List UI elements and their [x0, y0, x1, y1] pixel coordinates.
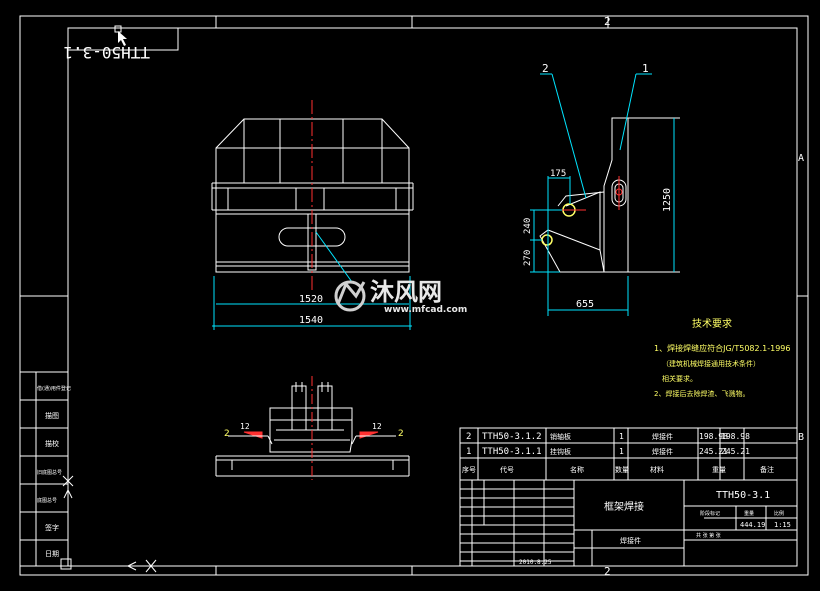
- zone-right-a: A: [798, 153, 804, 164]
- title-block-grid: [459, 479, 798, 567]
- parts-row2-code: TTH50-3.1.1: [482, 447, 542, 457]
- zone-right-b: B: [798, 432, 804, 443]
- side-balloons: [540, 73, 652, 199]
- side-view: [539, 117, 680, 273]
- tech-req-heading: 技术要求: [692, 317, 732, 330]
- left-strip-item-3: 描校: [45, 439, 59, 448]
- side-dimensions: [530, 118, 675, 316]
- title-block-weight-label: 重量: [744, 510, 754, 517]
- parts-row2-seq: 1: [466, 447, 471, 457]
- inner-border: [67, 27, 798, 567]
- left-strip-item-2: 描图: [45, 411, 59, 420]
- title-box-text: TTH50-3.1: [63, 43, 150, 62]
- parts-row1-unit-weight: 198.98: [699, 432, 728, 441]
- title-block-date: 2010.8.25: [519, 559, 552, 566]
- parts-row2-qty: 1: [619, 447, 624, 456]
- title-block-stage-label: 阶段标记: [700, 510, 720, 517]
- left-strip-item-5: 底图总号: [37, 497, 57, 504]
- title-block-scale-label: 比例: [774, 510, 784, 517]
- zone-ticks: [20, 16, 808, 575]
- left-strip-item-1: 借(通)用件登记: [37, 385, 71, 392]
- weld-left-label: 2: [224, 429, 230, 439]
- parts-row1-name: 销轴板: [550, 432, 571, 441]
- weld-symbols: [243, 431, 379, 439]
- dim-270: 270: [523, 250, 533, 266]
- weld-right-label: 2: [398, 429, 404, 439]
- parts-row2-total-weight: 245.21: [721, 447, 750, 456]
- title-block-material: 焊接件: [620, 536, 641, 545]
- parts-header-qty: 数量: [615, 465, 629, 474]
- parts-header-note: 备注: [760, 465, 774, 474]
- title-block-drawing-no: TTH50-3.1: [716, 490, 770, 501]
- title-block-drawing-name: 框架焊接: [604, 500, 644, 513]
- parts-header-name: 名称: [570, 465, 584, 474]
- weld-right-size: 12: [372, 422, 382, 431]
- weld-left-size: 12: [240, 422, 250, 431]
- dim-1520: 1520: [299, 294, 323, 305]
- title-block-scale: 1:15: [774, 521, 791, 529]
- parts-header-weight: 重量: [712, 466, 726, 474]
- dim-175: 175: [550, 169, 566, 179]
- left-strip-item-6: 签字: [45, 523, 59, 532]
- parts-row1-code: TTH50-3.1.2: [482, 432, 542, 442]
- parts-row2-material: 焊接件: [652, 447, 673, 456]
- title-block-weight: 444.19: [740, 521, 765, 529]
- parts-row2-name: 挂钩板: [550, 447, 571, 456]
- tech-req-line3: 相关要求。: [662, 374, 697, 383]
- tech-req-line4: 2、焊接后去除焊渣、飞溅物。: [654, 389, 749, 398]
- zone-top-label: 2: [604, 15, 611, 28]
- zone-bottom-label: 2: [604, 565, 611, 578]
- parts-row1-qty: 1: [619, 432, 624, 441]
- parts-header-code: 代号: [500, 465, 514, 474]
- left-strip-grid: [19, 371, 69, 567]
- parts-row2-unit-weight: 245.21: [699, 447, 728, 456]
- watermark-url: www.mfcad.com: [384, 305, 467, 315]
- ucs-icon: [60, 470, 157, 573]
- left-strip-item-4: 旧底图总号: [37, 469, 62, 476]
- tech-req-line2: （建筑机械焊接通用技术条件）: [662, 359, 760, 368]
- balloon-2: 2: [542, 62, 549, 75]
- front-dimensions: [212, 276, 412, 330]
- weld-leaders: [228, 435, 396, 445]
- parts-row1-seq: 2: [466, 432, 471, 442]
- mouse-cursor-icon: [114, 25, 127, 46]
- dim-240: 240: [523, 218, 533, 234]
- watermark-brand: 沐风网: [370, 278, 442, 306]
- title-block-sheet: 共 张 第 张: [696, 532, 721, 539]
- dim-1250: 1250: [662, 188, 673, 212]
- balloon-1: 1: [642, 62, 649, 75]
- watermark-logo-icon: [334, 280, 366, 312]
- tech-req-line1: 1、焊接焊缝应符合JG/T5082.1-1996: [654, 343, 790, 353]
- parts-row1-total-weight: 198.98: [721, 432, 750, 441]
- dim-655: 655: [576, 299, 594, 310]
- title-box-top-left: [67, 27, 179, 51]
- left-strip-item-7: 日期: [45, 550, 59, 558]
- pin-lower: [541, 234, 553, 246]
- dim-1540: 1540: [299, 315, 323, 326]
- parts-row1-material: 焊接件: [652, 432, 673, 441]
- front-view-leader: [315, 231, 353, 283]
- parts-header-seq: 序号: [462, 465, 476, 474]
- parts-header-material: 材料: [650, 465, 664, 474]
